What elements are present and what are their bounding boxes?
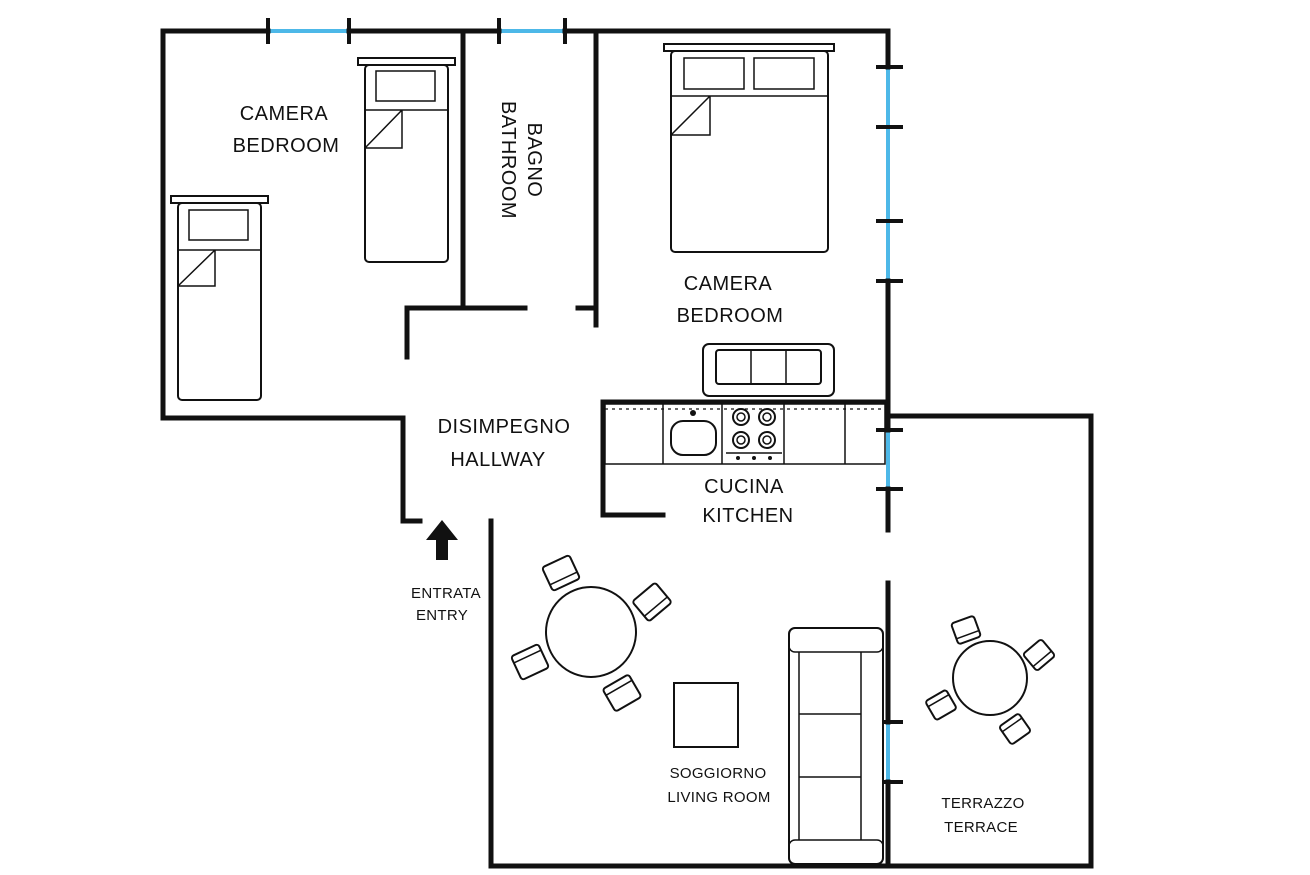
single-bed-icon	[170, 195, 269, 401]
stove-icon	[726, 408, 782, 460]
room-label-bedroom-right: CAMERA BEDROOM	[677, 273, 784, 327]
room-label-line2: BEDROOM	[233, 135, 340, 157]
room-label-line1: ENTRATA	[411, 585, 481, 602]
room-label-line2: KITCHEN	[702, 505, 793, 527]
double-bed-icon	[663, 43, 835, 253]
room-label-terrace: TERRAZZO TERRACE	[941, 795, 1024, 836]
room-label-line2: TERRACE	[944, 819, 1018, 836]
room-label-line1: SOGGIORNO	[670, 765, 767, 782]
single-bed-icon	[357, 57, 456, 263]
coffee-table-icon	[673, 682, 739, 748]
room-label-line1: CAMERA	[240, 103, 329, 125]
room-label-line1: BAGNO	[523, 123, 545, 198]
room-label-kitchen: CUCINA KITCHEN	[702, 476, 793, 527]
windows	[268, 29, 890, 782]
room-label-bathroom: BAGNO BATHROOM	[497, 101, 545, 219]
up-arrow-icon	[426, 520, 458, 560]
walls	[160, 28, 1094, 869]
room-label-line1: DISIMPEGNO	[438, 416, 571, 438]
room-label-line2: LIVING ROOM	[667, 789, 770, 806]
kitchen-counter	[604, 403, 886, 465]
sink-icon	[670, 410, 717, 456]
room-label-line2: BATHROOM	[497, 101, 519, 219]
room-label-line2: BEDROOM	[677, 305, 784, 327]
dining-table-icon	[510, 554, 672, 712]
sofa-icon	[702, 343, 835, 397]
room-label-line1: CUCINA	[704, 476, 784, 498]
room-label-entry: ENTRATA ENTRY	[411, 585, 481, 624]
room-label-bedroom-left: CAMERA BEDROOM	[233, 103, 340, 157]
terrace-table-icon	[925, 615, 1056, 745]
sofa-icon	[788, 627, 884, 865]
room-label-line1: TERRAZZO	[941, 795, 1024, 812]
room-label-living-room: SOGGIORNO LIVING ROOM	[667, 765, 770, 806]
room-label-line2: HALLWAY	[450, 449, 545, 471]
window-ticks	[266, 18, 903, 784]
room-label-line1: CAMERA	[684, 273, 773, 295]
room-label-line2: ENTRY	[416, 607, 468, 624]
room-label-hallway: DISIMPEGNO HALLWAY	[438, 416, 571, 471]
